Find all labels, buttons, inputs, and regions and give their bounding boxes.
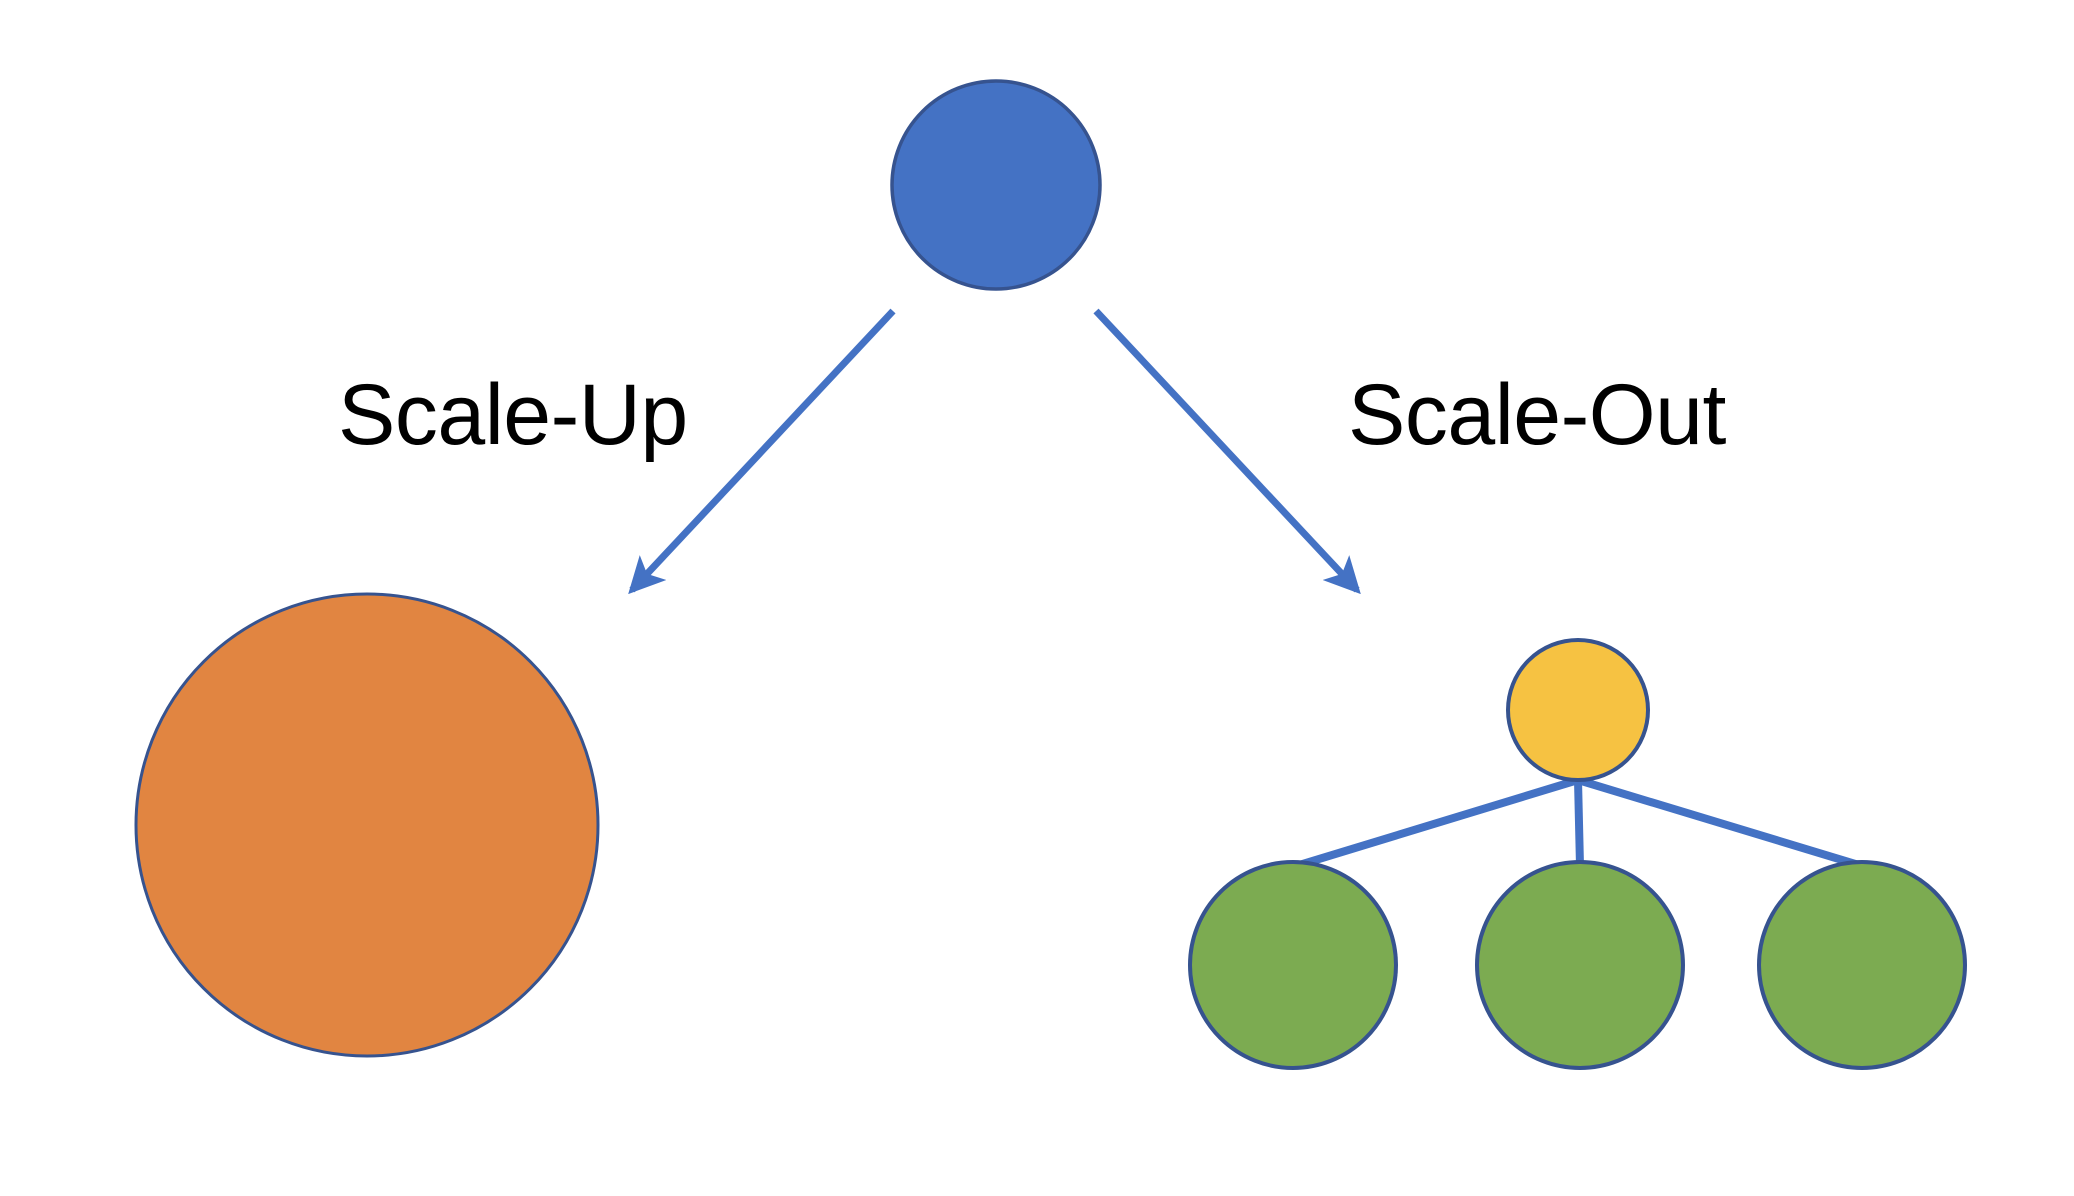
arrow-group xyxy=(628,308,1361,595)
scale-out-green-circle-1 xyxy=(1188,860,1398,1070)
scale-out-green-circle-3 xyxy=(1757,860,1967,1070)
connector-yellow-to-green-1 xyxy=(1294,776,1580,870)
root-blue-circle xyxy=(890,79,1102,291)
connector-yellow-to-green-2 xyxy=(1574,779,1584,867)
arrow-root-to-scale-up xyxy=(628,308,896,595)
arrow-root-to-scale-out xyxy=(1093,308,1361,595)
scale-up-orange-circle xyxy=(134,592,600,1058)
scale-out-label: Scale-Out xyxy=(1348,367,1726,463)
scale-up-label: Scale-Up xyxy=(338,367,688,463)
connector-yellow-to-green-3 xyxy=(1576,776,1864,870)
scale-out-green-circle-2 xyxy=(1475,860,1685,1070)
node-group xyxy=(134,79,1967,1070)
connector-group xyxy=(1294,776,1864,870)
scale-out-yellow-circle xyxy=(1506,638,1650,782)
